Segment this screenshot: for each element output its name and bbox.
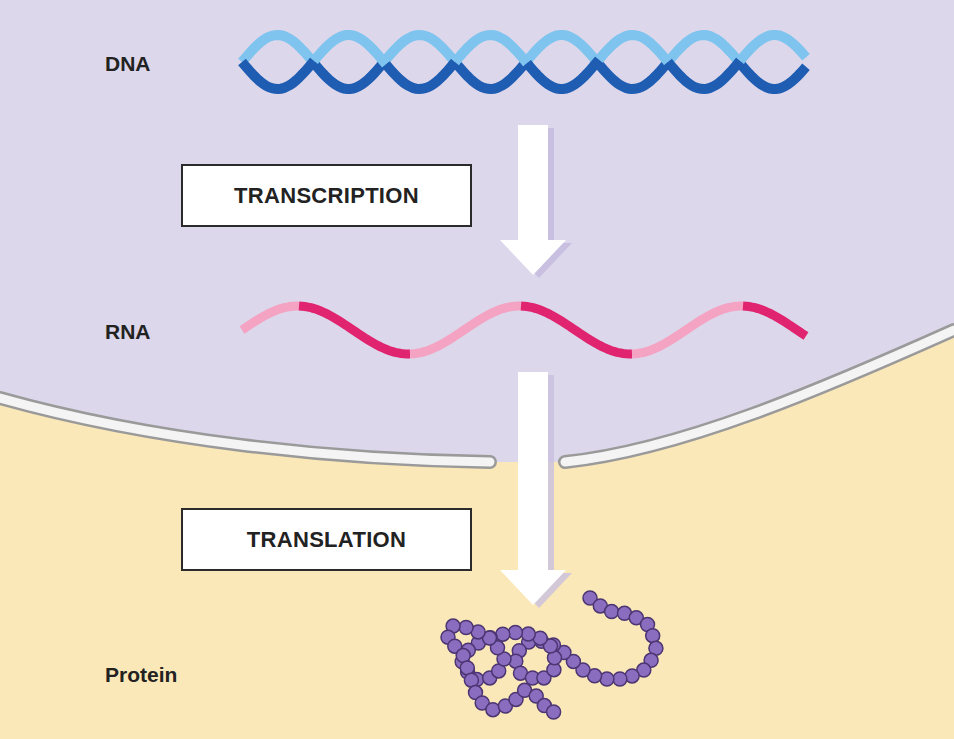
amino-acid-bead [646,629,660,643]
nuclear-membrane [0,398,490,462]
dna-strand [455,35,527,63]
rna-strand [242,306,299,330]
flow-arrow [500,372,572,608]
process-box: TRANSLATION [181,508,472,571]
dna-strand [386,62,455,89]
rna-strand [299,306,410,354]
dna-strand [242,35,314,63]
rna-strand [632,306,743,354]
molecule-label: DNA [105,52,151,76]
rna-strand [410,306,521,354]
nucleus-region [0,0,954,462]
amino-acid-bead [496,627,510,641]
amino-acid-bead [547,705,561,719]
dna-strand [599,62,668,89]
protein-chain [441,591,663,719]
molecule-label: RNA [105,320,151,344]
dna-strand [527,60,599,89]
amino-acid-bead [613,672,627,686]
amino-acid-bead [605,605,619,619]
dna-strand [527,35,599,64]
dna-strand [386,35,455,62]
process-label: TRANSLATION [247,527,406,553]
rna-strand [743,306,806,336]
process-label: TRANSCRIPTION [234,183,419,209]
dna-strand [455,61,527,89]
rna-strand [521,306,632,354]
dna-strand [740,35,806,61]
dna-strand [314,60,386,89]
amino-acid-bead [459,621,473,635]
nuclear-membrane [0,398,490,462]
dna-strand [314,35,386,64]
rna-strand [242,306,806,354]
process-box: TRANSCRIPTION [181,164,472,227]
amino-acid-bead [521,627,535,641]
amino-acid-bead [508,626,522,640]
dna-strand [242,61,314,89]
flow-arrow [500,125,572,278]
molecule-label: Protein [105,663,177,687]
dna-strand [668,61,740,89]
dna-strand [599,35,668,62]
dna-helix [242,35,806,89]
dna-strand [740,63,806,89]
dna-strand [668,35,740,63]
